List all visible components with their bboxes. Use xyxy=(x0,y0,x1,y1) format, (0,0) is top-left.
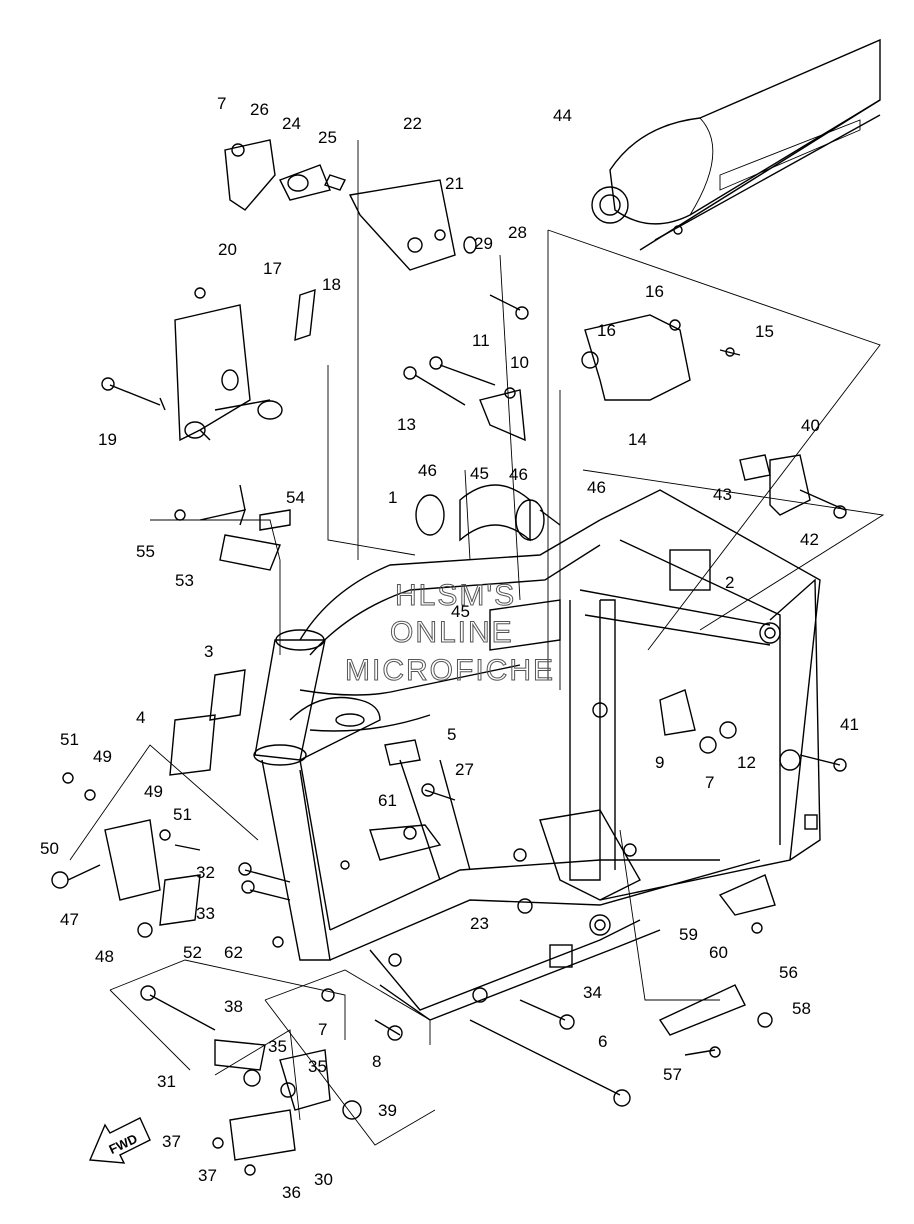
callout-29: 29 xyxy=(474,234,493,253)
callout-7a: 7 xyxy=(217,94,226,113)
callout-19: 19 xyxy=(98,430,117,449)
callout-8: 8 xyxy=(372,1052,381,1071)
callout-50: 50 xyxy=(40,839,59,858)
callout-55: 55 xyxy=(136,542,155,561)
callout-61: 61 xyxy=(378,791,397,810)
callout-7b: 7 xyxy=(705,773,714,792)
muffler xyxy=(591,38,881,251)
callout-44: 44 xyxy=(553,106,572,125)
callout-28: 28 xyxy=(508,223,527,242)
callout-49b: 49 xyxy=(144,782,163,801)
callout-17: 17 xyxy=(263,259,282,278)
callout-51a: 51 xyxy=(60,730,79,749)
callout-16b: 16 xyxy=(597,321,616,340)
lower-parts xyxy=(140,783,776,1176)
callout-22: 22 xyxy=(403,114,422,133)
watermark-line-3: MICROFICHE xyxy=(345,654,555,687)
callout-27: 27 xyxy=(455,760,474,779)
main-frame xyxy=(253,489,821,1021)
watermark: HLSM'S ONLINE MICROFICHE xyxy=(345,579,555,688)
callout-31: 31 xyxy=(157,1072,176,1091)
callout-56: 56 xyxy=(779,963,798,982)
callout-37b: 37 xyxy=(198,1166,217,1185)
callout-4: 4 xyxy=(136,708,145,727)
clamp-and-hose xyxy=(415,484,561,651)
callout-30: 30 xyxy=(314,1170,333,1189)
callout-11: 11 xyxy=(472,331,490,350)
callout-labels: 1 2 3 4 5 6 7 7 7 8 9 10 11 12 13 14 15 … xyxy=(40,94,859,1202)
callout-51b: 51 xyxy=(173,805,192,824)
callout-36: 36 xyxy=(282,1183,301,1202)
callout-43: 43 xyxy=(713,485,732,504)
callout-40: 40 xyxy=(801,416,820,435)
callout-60: 60 xyxy=(709,943,728,962)
callout-2: 2 xyxy=(725,573,734,592)
callout-35a: 35 xyxy=(268,1037,287,1056)
callout-20: 20 xyxy=(218,240,237,259)
callout-18: 18 xyxy=(322,275,341,294)
callout-58: 58 xyxy=(792,999,811,1018)
callout-57: 57 xyxy=(663,1065,682,1084)
callout-34: 34 xyxy=(583,983,602,1002)
callout-25: 25 xyxy=(318,128,337,147)
callout-62: 62 xyxy=(224,943,243,962)
callout-12: 12 xyxy=(737,753,756,772)
right-side-parts xyxy=(659,454,847,772)
callout-46a: 46 xyxy=(418,461,437,480)
callout-23: 23 xyxy=(470,914,489,933)
watermark-line-1: HLSM'S xyxy=(395,579,516,612)
bolts-upper-center xyxy=(403,314,741,442)
callout-15: 15 xyxy=(755,322,774,341)
callout-41: 41 xyxy=(840,715,859,734)
callout-7c: 7 xyxy=(318,1020,327,1039)
callout-24: 24 xyxy=(282,114,301,133)
assembly-group-outlines xyxy=(69,140,885,1146)
callout-46c: 46 xyxy=(587,478,606,497)
callout-26: 26 xyxy=(250,100,269,119)
callout-9: 9 xyxy=(655,753,664,772)
callout-45b: 45 xyxy=(451,602,470,621)
callout-37a: 37 xyxy=(162,1132,181,1151)
callout-45a: 45 xyxy=(470,464,489,483)
callout-13: 13 xyxy=(397,415,416,434)
callout-59: 59 xyxy=(679,925,698,944)
engine-mount-brackets xyxy=(224,139,529,320)
watermark-line-2: ONLINE xyxy=(390,616,514,649)
callout-35b: 35 xyxy=(308,1057,327,1076)
callout-54: 54 xyxy=(286,488,305,507)
callout-5: 5 xyxy=(447,725,456,744)
callout-48: 48 xyxy=(95,947,114,966)
callout-16a: 16 xyxy=(645,282,664,301)
callout-33: 33 xyxy=(196,904,215,923)
callout-21: 21 xyxy=(445,174,464,193)
callout-3: 3 xyxy=(204,642,213,661)
callout-46b: 46 xyxy=(509,465,528,484)
callout-6: 6 xyxy=(598,1032,607,1051)
callout-10: 10 xyxy=(510,353,529,372)
footrest-bracket-assembly xyxy=(101,304,283,442)
left-side-small-parts xyxy=(51,287,421,938)
callout-49a: 49 xyxy=(93,747,112,766)
callout-47: 47 xyxy=(60,910,79,929)
callout-32: 32 xyxy=(196,863,215,882)
callout-53: 53 xyxy=(175,571,194,590)
callout-52: 52 xyxy=(183,943,202,962)
callout-42: 42 xyxy=(800,530,819,549)
callout-39: 39 xyxy=(378,1101,397,1120)
callout-1: 1 xyxy=(388,488,397,507)
callout-14: 14 xyxy=(628,430,647,449)
forward-direction-arrow: FWD xyxy=(88,1117,151,1164)
callout-38: 38 xyxy=(224,997,243,1016)
